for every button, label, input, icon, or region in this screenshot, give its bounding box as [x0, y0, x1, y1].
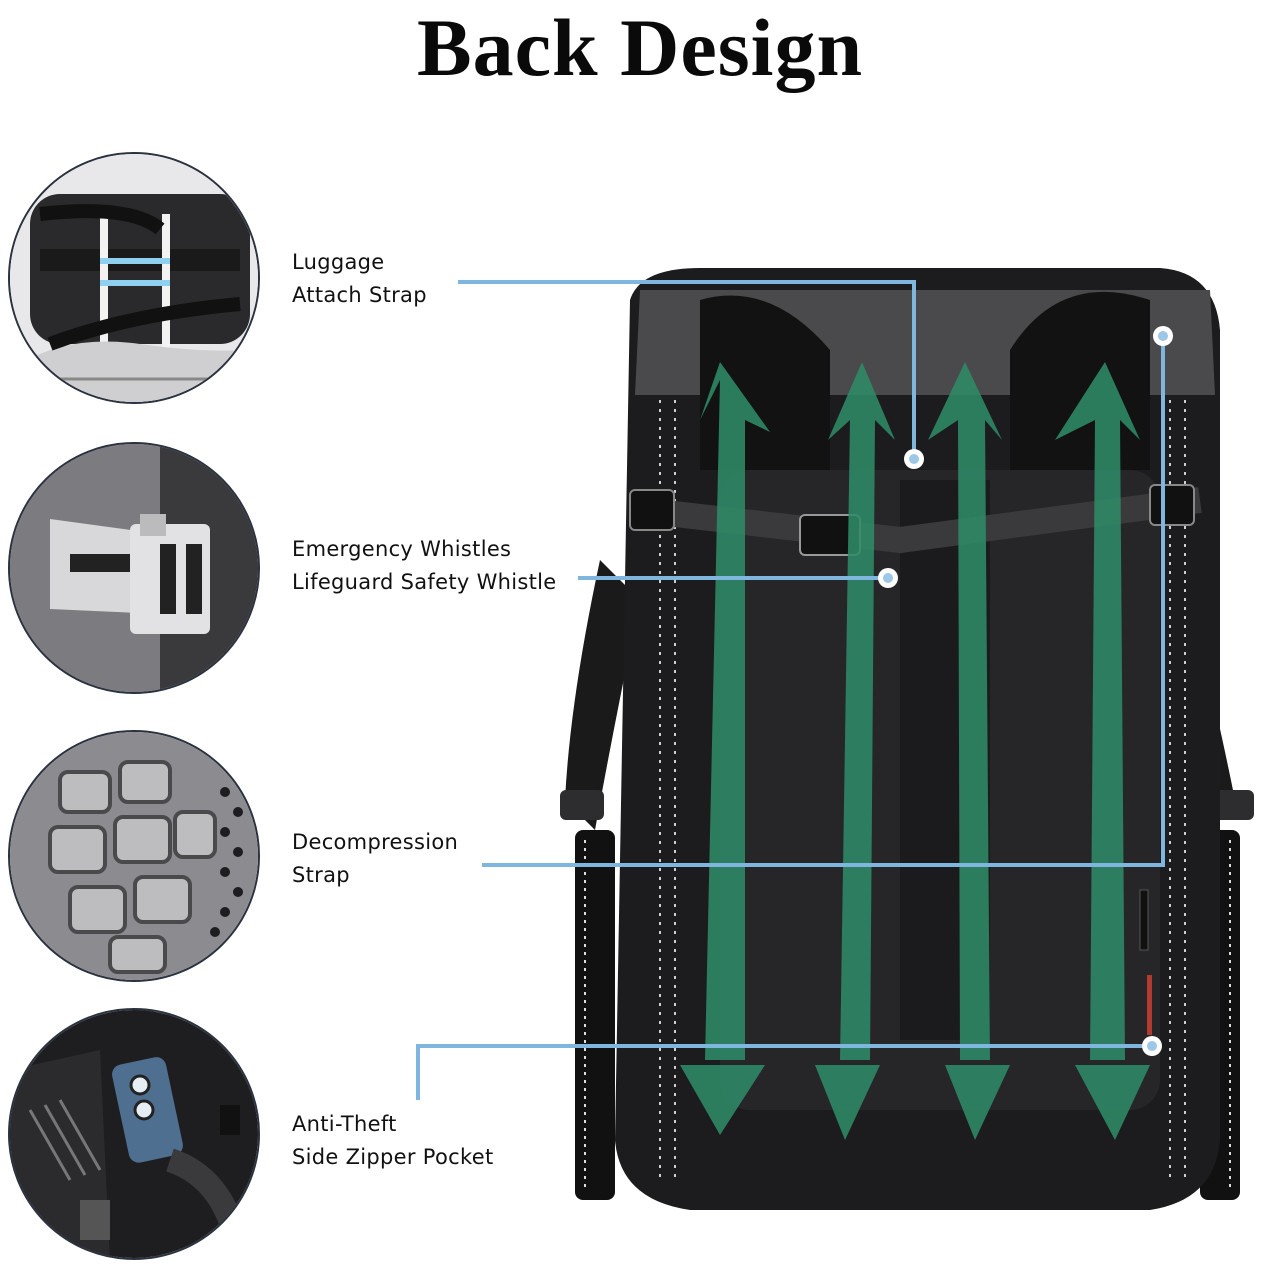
connector-lines [416, 280, 1165, 1100]
feature-label-luggage: Luggage Attach Strap [292, 250, 427, 307]
feature-label-decompression: Decompression Strap [292, 830, 459, 887]
feature-label-pocket: Anti-Theft Side Zipper Pocket [292, 1112, 494, 1169]
feature-label-whistle: Emergency Whistles Lifeguard Safety Whis… [292, 537, 557, 594]
connector-decompression [482, 338, 1165, 867]
connector-luggage [458, 280, 916, 458]
connector-dots [878, 326, 1173, 1056]
padded-mesh-detail-image [8, 730, 260, 982]
side-pocket-detail-image [8, 1008, 260, 1260]
connector-pocket [416, 1044, 1150, 1100]
page-title: Back Design [416, 2, 864, 93]
side-pocket-phone-icon [10, 1010, 258, 1258]
mesh-padding-icon [10, 732, 258, 980]
airflow-arrows [680, 362, 1150, 1140]
luggage-strap-detail-image [8, 152, 260, 404]
